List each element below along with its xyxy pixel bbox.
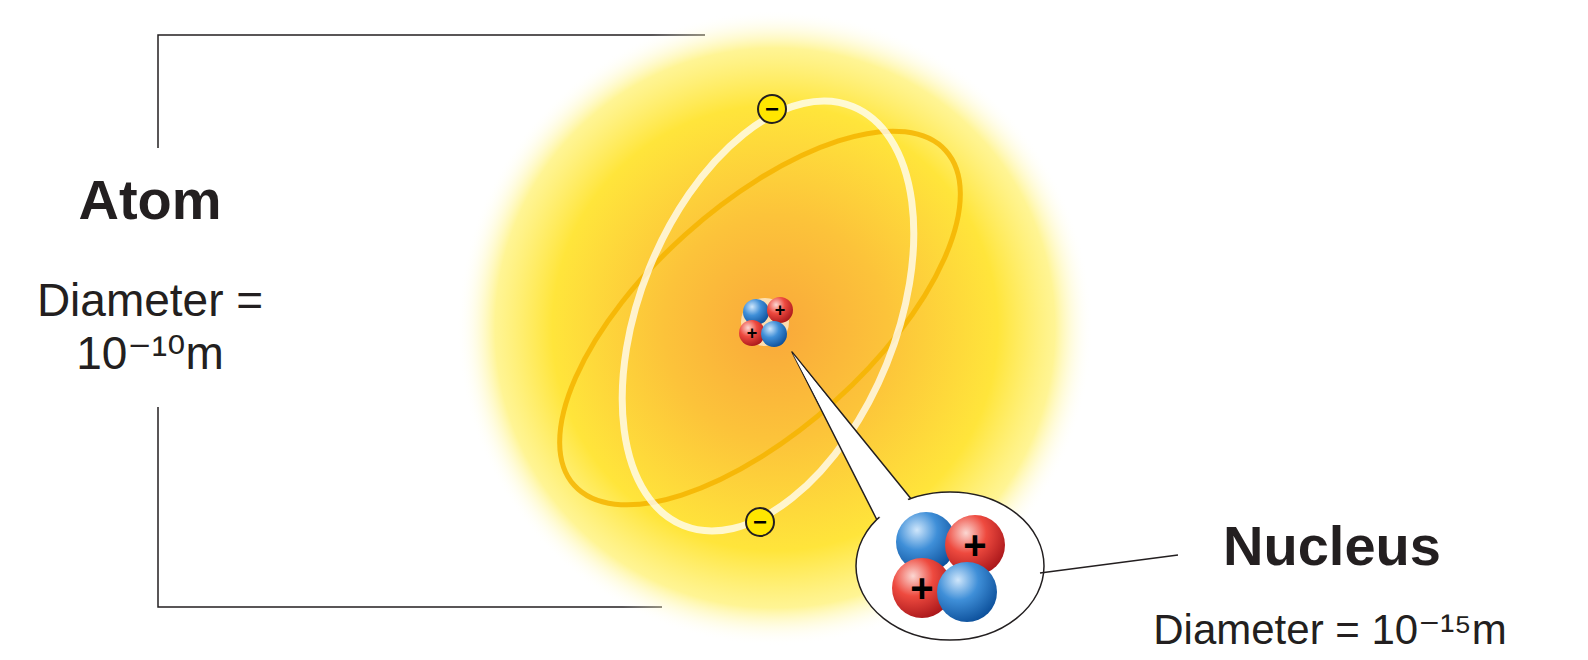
leader-line (1040, 555, 1178, 573)
callout-join (793, 354, 910, 518)
proton-charge: + (910, 568, 933, 608)
electron-charge: − (765, 97, 779, 121)
nucleus-large (892, 512, 1005, 622)
electron-charge: − (753, 510, 767, 534)
atom-diameter: Diameter = 10⁻¹⁰m (5, 274, 295, 380)
nucleus-title: Nucleus (1223, 514, 1441, 578)
atom-title: Atom (78, 168, 221, 232)
nucleus-small (739, 297, 793, 347)
proton-charge: + (747, 324, 758, 342)
nucleus-diameter: Diameter = 10⁻¹⁵m (1153, 606, 1507, 654)
orbit (565, 59, 972, 574)
electron-cloud (457, 10, 1093, 646)
callout-pointer (792, 352, 912, 520)
electron (758, 95, 786, 123)
proton-charge: + (963, 525, 986, 565)
proton-charge: + (775, 301, 786, 319)
electron (746, 508, 774, 536)
